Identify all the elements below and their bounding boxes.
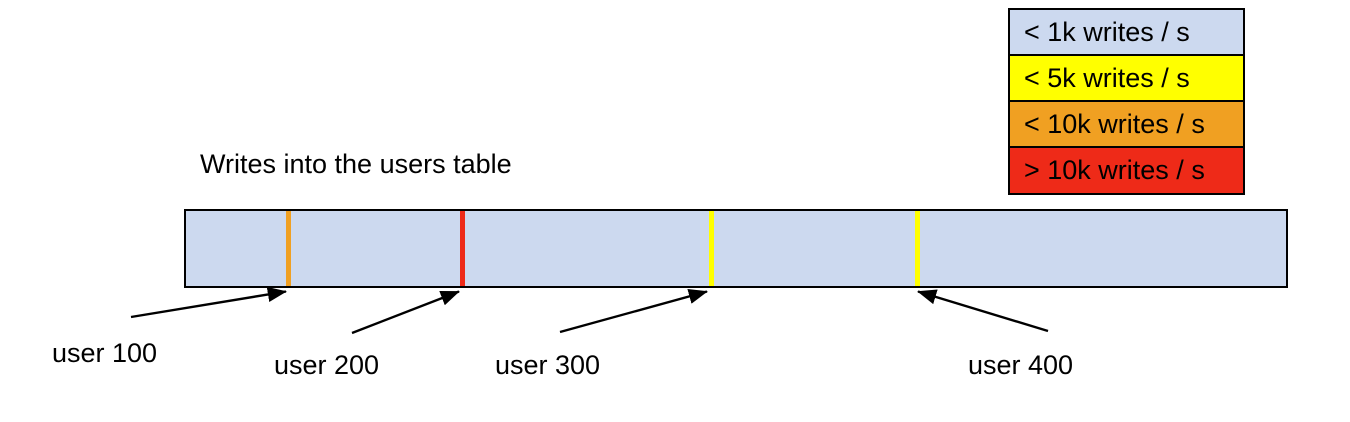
partition-line-user-200 [460, 211, 465, 286]
legend-row-under-5k: < 5k writes / s [1010, 56, 1243, 102]
legend-label-under-5k: < 5k writes / s [1024, 62, 1190, 93]
users-table-bar [184, 209, 1288, 288]
callout-label-user-300: user 300 [495, 350, 601, 380]
callout-label-user-400: user 400 [968, 350, 1074, 380]
arrow-user-100 [130, 286, 287, 319]
arrow-user-300 [559, 288, 708, 334]
legend-label-under-10k: < 10k writes / s [1024, 108, 1205, 139]
legend-row-over-10k: > 10k writes / s [1010, 148, 1243, 193]
callout-label-user-200: user 200 [274, 350, 380, 380]
legend-row-under-10k: < 10k writes / s [1010, 102, 1243, 148]
legend-label-over-10k: > 10k writes / s [1024, 155, 1205, 185]
partition-line-user-400 [915, 211, 920, 286]
bar-fill-under-1k [186, 211, 1286, 286]
partition-line-user-100 [286, 211, 291, 286]
arrow-user-400 [917, 289, 1049, 333]
chart-title: Writes into the users table [200, 149, 512, 179]
partition-line-user-300 [709, 211, 714, 286]
write-rate-legend: < 1k writes / s < 5k writes / s < 10k wr… [1008, 8, 1245, 195]
legend-label-under-1k: < 1k writes / s [1024, 16, 1190, 47]
arrow-user-200 [351, 290, 460, 335]
callout-label-user-100: user 100 [52, 338, 158, 368]
legend-row-under-1k: < 1k writes / s [1010, 10, 1243, 56]
